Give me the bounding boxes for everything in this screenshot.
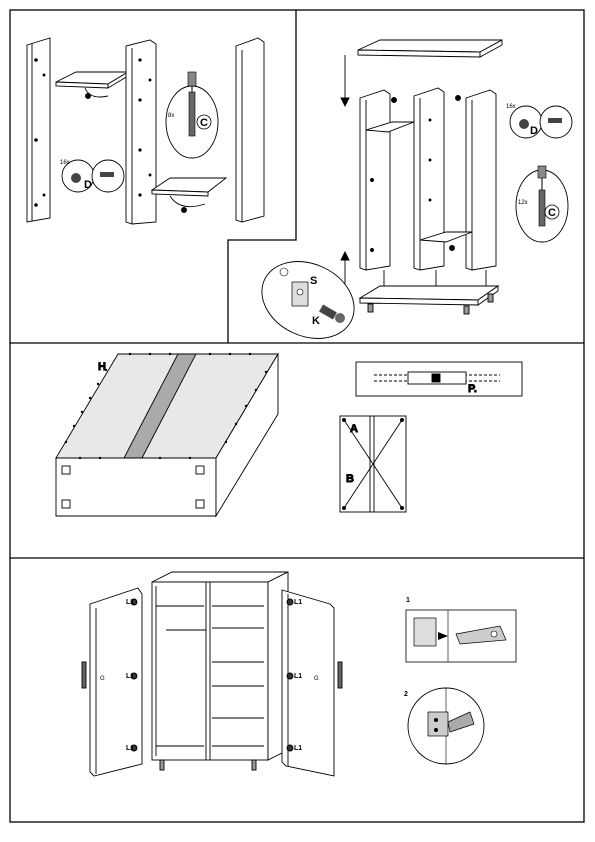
hardware-label-d: D [84,179,92,191]
hinge-label-right-top: L1 [294,599,302,606]
hardware-label-k: K [312,315,320,327]
right-door [281,589,343,777]
hinge-label-left-mid: L1 [126,673,134,680]
side-panel-left [26,37,51,223]
hardware-label-s: S [310,275,317,287]
side-panel-right [235,37,265,223]
label-a: A [350,423,358,435]
down-arrow [340,55,350,108]
detail-number-2: 2 [404,691,408,698]
left-door [81,587,143,777]
hinge-label-left-bottom: L1 [126,745,134,752]
connector-strip: P. [355,361,523,397]
hinge-plate-callout: S K [261,261,355,339]
back-panel-assembly: H [55,352,279,518]
hinge-detail-2: 2 [404,687,485,765]
handle-label-right: G [314,676,319,682]
hinge-labels: L1 L1 L1 L1 L1 L1 G G [100,599,319,752]
step3-illustration: H P. A B [55,352,523,518]
count-d: 16x [60,160,70,166]
screw-callout-c-2: C 12x [515,165,569,243]
step1-illustration: C 8x D 16x [26,37,265,225]
label-h: H [98,361,106,373]
bottom-plinth [358,270,500,315]
step4-illustration: L1 L1 L1 L1 L1 L1 G G 1 2 [81,571,517,777]
diagonal-panel-diagram: A B [339,415,407,513]
hinge-detail-1: 1 [405,597,517,663]
detail-number-1: 1 [406,597,410,604]
cam-callout-d-2: D 16x [506,104,573,139]
label-p: P. [468,383,477,395]
top-board [357,39,503,58]
center-panel [125,39,157,225]
count-d-2: 16x [506,104,516,110]
handle-label-left: G [100,676,105,682]
step2-illustration: D 16x C 12x S K [261,39,573,339]
wardrobe-body [151,571,289,771]
hardware-label-c-2: C [548,207,556,219]
hinge-label-right-bottom: L1 [294,745,302,752]
shelf-top [55,71,130,99]
count-c-2: 12x [518,200,528,206]
panel-frames [9,9,585,823]
count-c: 8x [168,113,174,119]
shelf-bottom [150,177,228,213]
hardware-label-d-2: D [530,125,538,137]
hinge-label-right-mid: L1 [294,673,302,680]
cam-callout-d: D 16x [60,159,125,193]
label-b: B [346,473,354,485]
screw-callout-c: C 8x [165,71,219,159]
cabinet-carcass [359,87,497,271]
hinge-label-left-top: L1 [126,599,134,606]
hardware-label-c: C [200,117,208,129]
